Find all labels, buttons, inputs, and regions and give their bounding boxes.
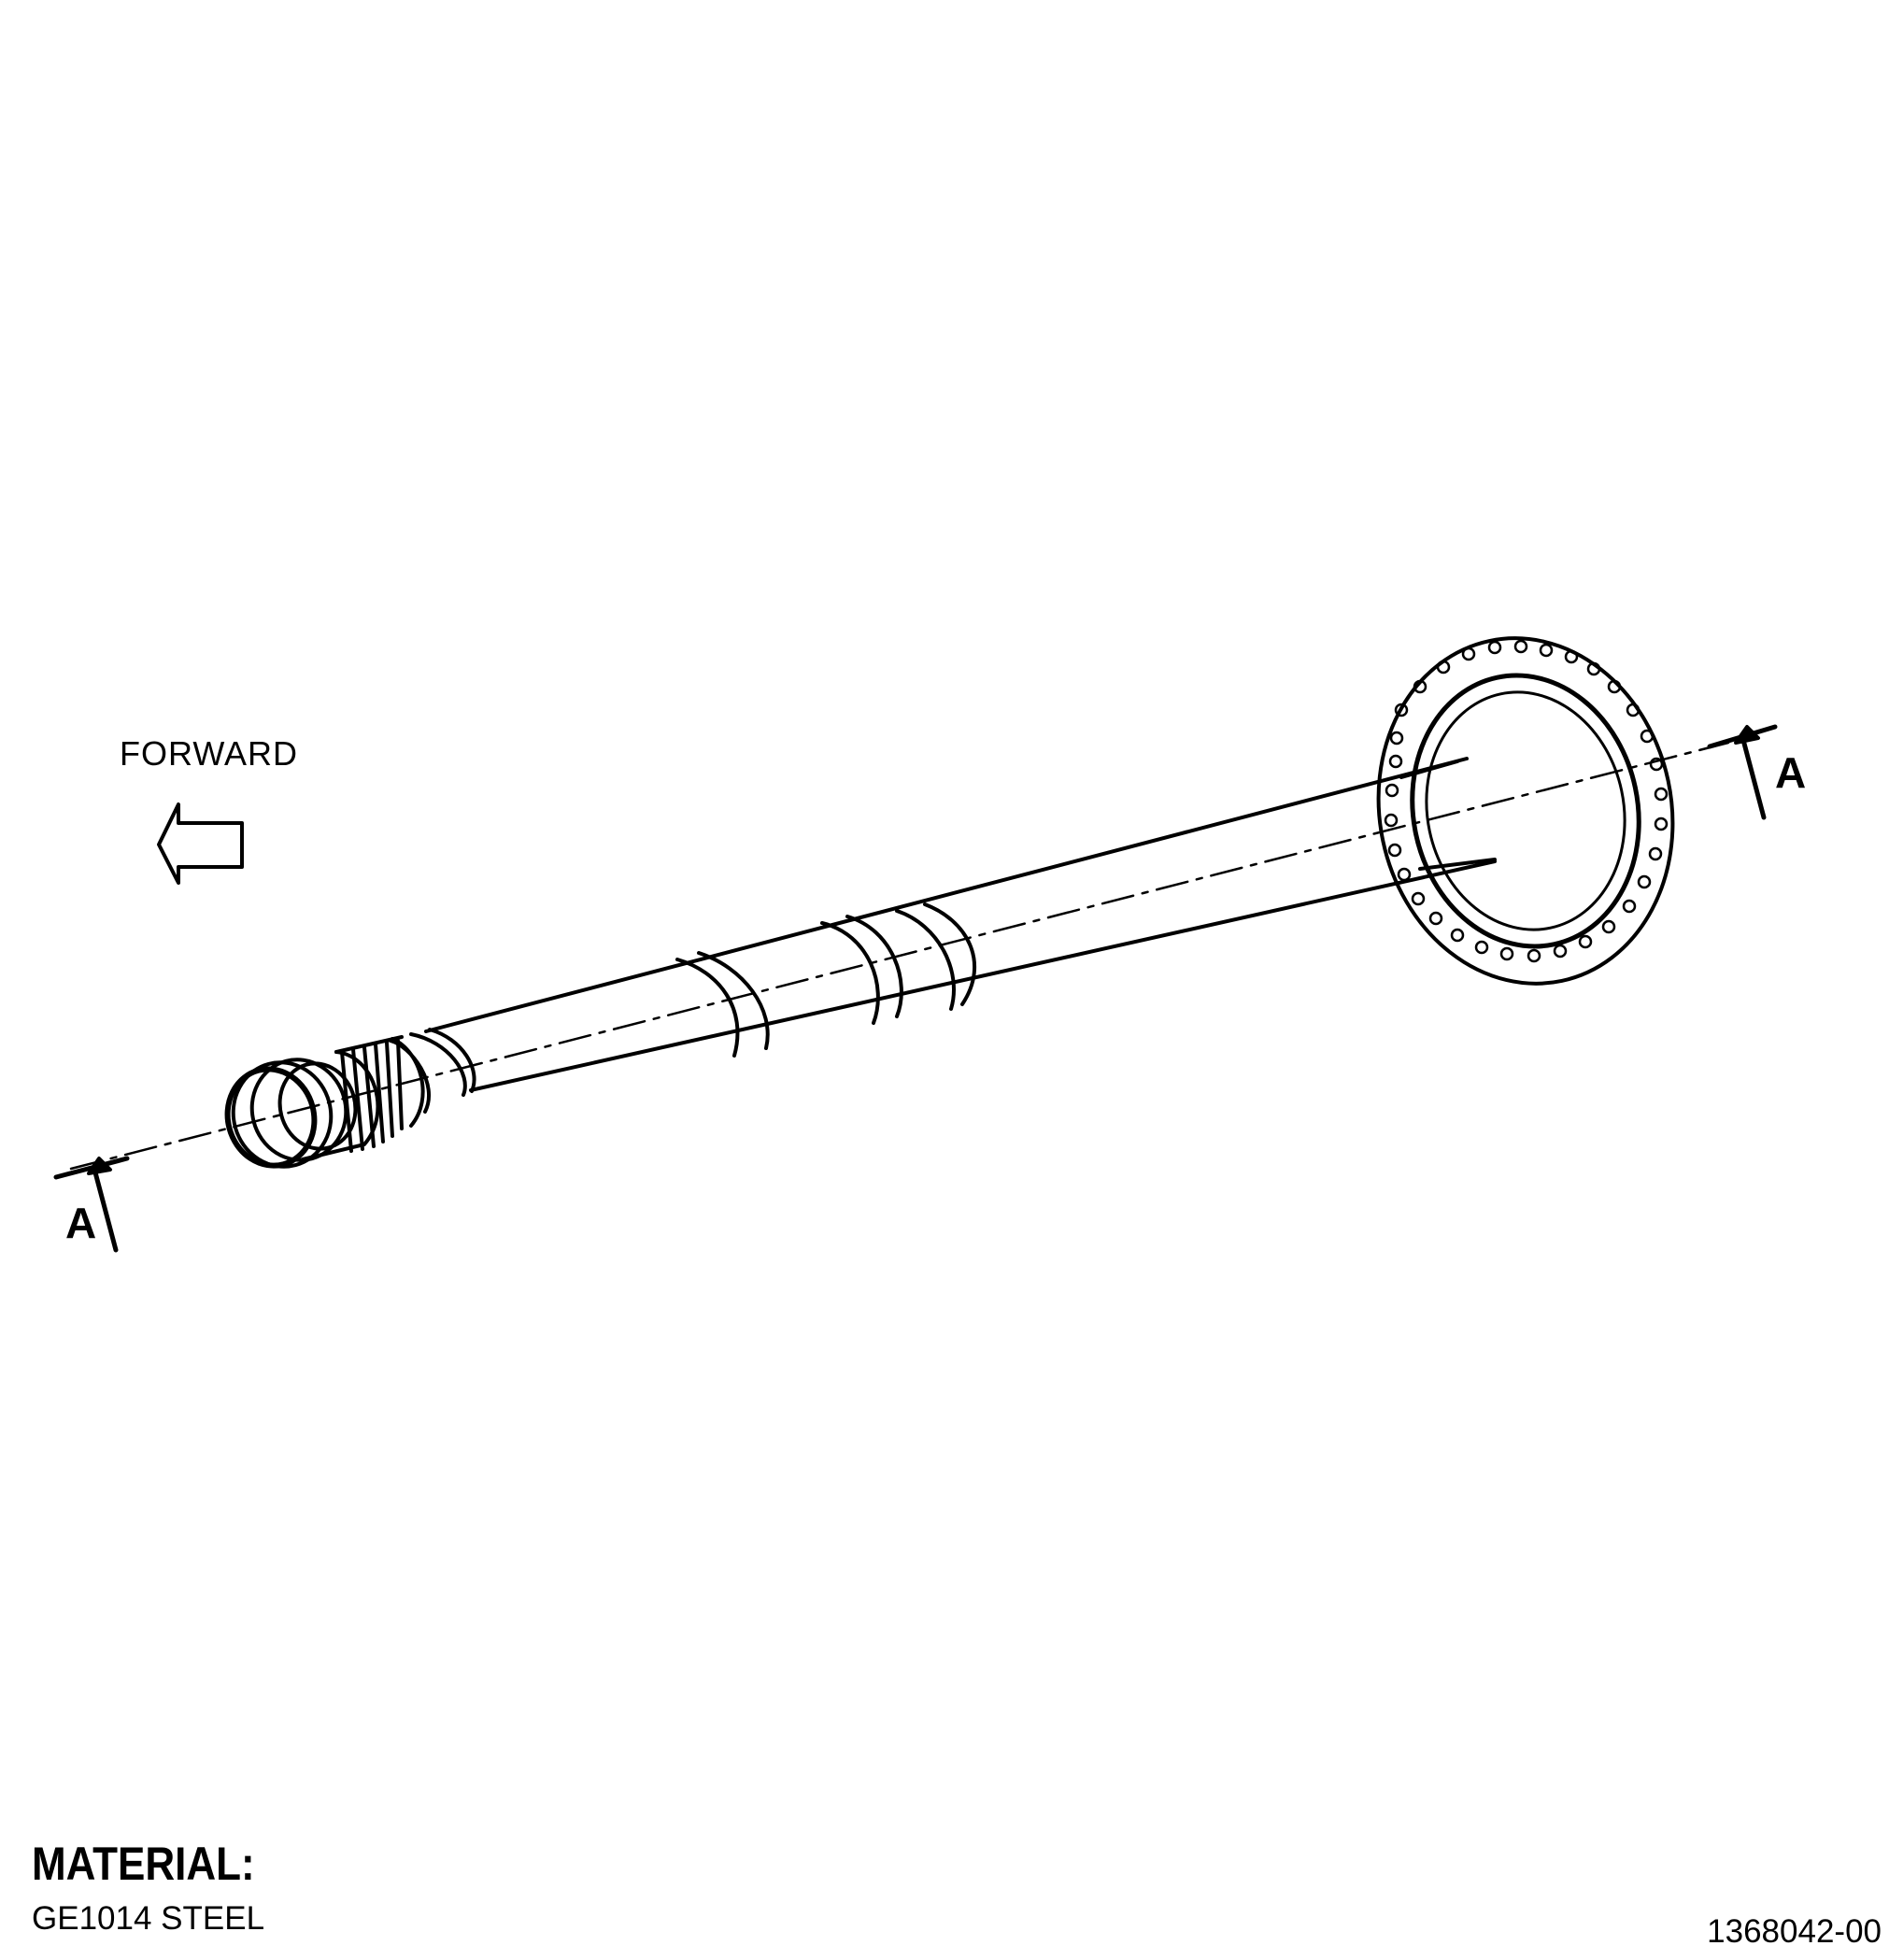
center-line bbox=[69, 741, 1730, 1171]
section-label-right: A bbox=[1775, 748, 1807, 797]
figure-number: 1368042-00 bbox=[1707, 1913, 1882, 1950]
aft-flange bbox=[1376, 636, 1675, 986]
bolt-holes bbox=[1384, 639, 1669, 963]
section-marker-left bbox=[53, 1156, 130, 1253]
shaft-body bbox=[424, 757, 1497, 1092]
spline-end bbox=[224, 1028, 476, 1169]
section-marker-right bbox=[1707, 724, 1778, 820]
material-value: GE1014 STEEL bbox=[32, 1900, 265, 1937]
forward-label: FORWARD bbox=[120, 734, 298, 773]
forward-arrow-icon bbox=[157, 802, 244, 885]
section-label-left: A bbox=[65, 1199, 97, 1247]
material-heading: MATERIAL: bbox=[32, 1838, 255, 1890]
